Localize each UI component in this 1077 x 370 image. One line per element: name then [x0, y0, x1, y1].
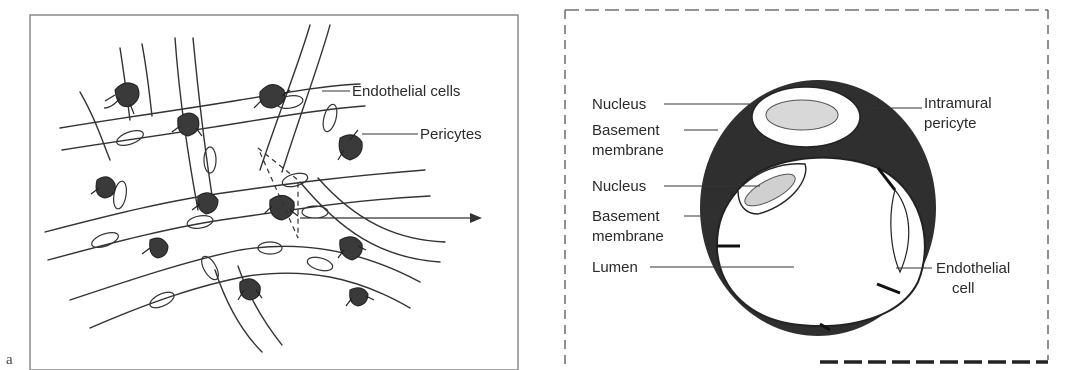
label-basement-membrane-mid-line1: Basement — [592, 208, 660, 225]
label-basement-membrane-top-line2: membrane — [592, 142, 664, 159]
label-nucleus-mid: Nucleus — [592, 178, 646, 195]
label-pericytes: Pericytes — [420, 126, 482, 143]
label-intramural-pericyte-line2: pericyte — [924, 115, 977, 132]
label-basement-membrane-mid-line2: membrane — [592, 228, 664, 245]
label-lumen: Lumen — [592, 259, 638, 276]
label-endothelial-cells: Endothelial cells — [352, 83, 460, 100]
label-endothelial-cell-line1: Endothelial — [936, 260, 1010, 277]
label-intramural-pericyte-line1: Intramural — [924, 95, 992, 112]
panel-b: Nucleus Basement membrane Intramural per… — [565, 10, 1048, 370]
pericyte-nucleus — [766, 100, 838, 130]
section-plane-marker — [258, 148, 298, 238]
panel-a: Endothelial cells Pericytes a — [6, 15, 518, 370]
label-basement-membrane-top-line1: Basement — [592, 122, 660, 139]
label-nucleus-top: Nucleus — [592, 96, 646, 113]
vessel-cross-section-drawing — [700, 80, 936, 336]
pericyte-processes-drawing — [91, 90, 374, 306]
label-endothelial-cell-line2: cell — [952, 280, 975, 297]
panel-a-letter: a — [6, 352, 13, 368]
